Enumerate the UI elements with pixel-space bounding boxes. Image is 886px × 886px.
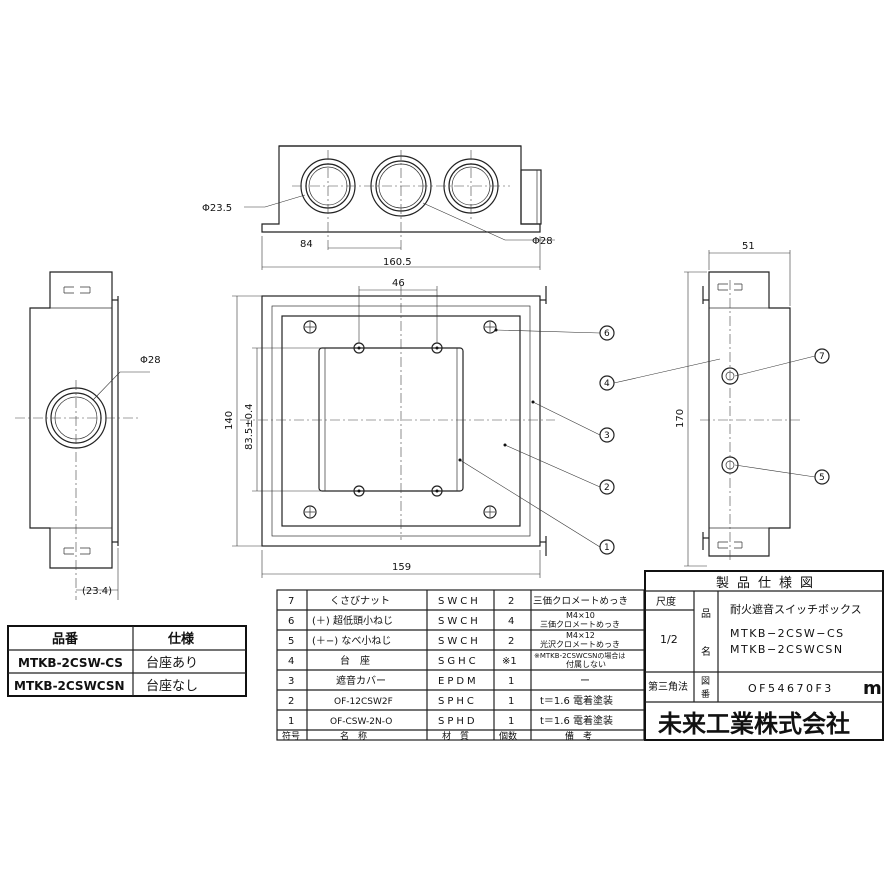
part-6-note2: 三価クロメートめっき — [540, 619, 620, 629]
model-row2-spec: 台座なし — [146, 679, 198, 694]
part-2-no: 2 — [288, 696, 294, 707]
part-5-mat: SWCH — [438, 636, 481, 647]
footer-no: 符号 — [282, 730, 300, 742]
part-4-name: 台 座 — [340, 654, 370, 667]
model-row1-spec: 台座あり — [146, 656, 198, 671]
callout-3: 3 — [604, 431, 610, 441]
company-logo-letter: m — [863, 678, 882, 699]
part-3-qty: 1 — [508, 676, 514, 687]
mei-label: 名 — [701, 645, 711, 658]
part-6-no: 6 — [288, 616, 294, 627]
dim-46: 46 — [392, 278, 405, 289]
part-1-note: t＝1.6 電着塗装 — [540, 714, 613, 727]
callout-1: 1 — [604, 543, 610, 553]
dim-160-5: 160.5 — [383, 257, 412, 268]
title-block-text: 製品仕様図 尺度 1/2 品 名 耐火遮音スイッチボックス MTKB−2CSW−… — [648, 576, 882, 738]
part-4-note: ※MTKB-2CSWCSNの場合は — [534, 651, 625, 660]
dim-phi-23-5: Φ23.5 — [202, 203, 232, 214]
part-6-qty: 4 — [508, 616, 514, 627]
dim-23-4: (23.4) — [82, 586, 112, 597]
company-name: 未来工業株式会社 — [658, 710, 850, 738]
dim-140: 140 — [224, 411, 235, 430]
part-7-name: くさびナット — [330, 595, 390, 607]
dim-51: 51 — [742, 241, 755, 252]
part-6-name: (＋) 超低頭小ねじ — [312, 614, 393, 627]
part-5-qty: 2 — [508, 636, 514, 647]
scale-value: 1/2 — [660, 633, 678, 646]
part-6-note: M4×10 — [566, 611, 595, 620]
part-2-qty: 1 — [508, 696, 514, 707]
part-5-name: (＋−) なべ小ねじ — [312, 635, 391, 647]
top-view — [244, 145, 555, 270]
dimension-labels: Φ23.5 Φ28 84 160.5 46 140 83.5±0.4 159 5… — [82, 203, 755, 597]
model-row2-code: MTKB-2CSWCSN — [14, 679, 125, 693]
part-2-mat: SPHC — [438, 696, 477, 707]
model-1: MTKB−2CSW−CS — [730, 627, 845, 640]
hin-label: 品 — [701, 608, 711, 620]
right-view — [613, 250, 816, 567]
model-row1-code: MTKB-2CSW-CS — [18, 656, 123, 670]
part-6-mat: SWCH — [438, 616, 481, 627]
part-4-no: 4 — [288, 656, 294, 667]
callout-7: 7 — [819, 352, 825, 362]
dim-83-5: 83.5±0.4 — [244, 403, 255, 450]
part-1-mat: SPHD — [438, 716, 478, 727]
footer-note: 備 考 — [565, 730, 592, 742]
part-2-note: t＝1.6 電着塗装 — [540, 694, 613, 707]
callout-2: 2 — [604, 483, 610, 493]
projection-label: 第三角法 — [648, 680, 688, 693]
part-1-no: 1 — [288, 716, 294, 727]
part-3-note: ー — [580, 676, 590, 687]
ban-label: 番 — [701, 688, 710, 700]
footer-name: 名 称 — [340, 730, 367, 742]
front-view — [232, 285, 601, 578]
left-view — [15, 271, 150, 600]
parts-table-text: 7 くさびナット SWCH 2 三価クロメートめっき 6 (＋) 超低頭小ねじ … — [282, 595, 628, 742]
part-7-mat: SWCH — [438, 596, 481, 607]
part-5-note: M4×12 — [566, 631, 595, 640]
part-5-note2: 光沢クロメートめっき — [540, 639, 620, 649]
part-3-no: 3 — [288, 676, 294, 687]
part-3-name: 遮音カバー — [336, 674, 386, 687]
drawing-number: OF54670F3 — [748, 682, 834, 695]
part-7-no: 7 — [288, 596, 294, 607]
part-4-note2: 付属しない — [566, 659, 606, 669]
title-block — [644, 570, 884, 741]
model-2: MTKB−2CSWCSN — [730, 643, 844, 656]
dim-84: 84 — [300, 239, 313, 250]
model-header-shiyou: 仕様 — [167, 631, 195, 647]
part-5-no: 5 — [288, 636, 294, 647]
product-name: 耐火遮音スイッチボックス — [730, 602, 862, 616]
part-4-mat: SGHC — [438, 656, 479, 667]
footer-qty: 個数 — [499, 730, 517, 742]
part-7-qty: 2 — [508, 596, 514, 607]
model-table — [7, 625, 247, 697]
callout-5: 5 — [819, 473, 825, 483]
part-4-qty: ※1 — [502, 656, 517, 667]
scale-label: 尺度 — [656, 595, 676, 608]
part-2-name: OF-12CSW2F — [334, 697, 393, 707]
dim-170: 170 — [675, 409, 686, 428]
callout-numbers: 6 4 3 2 1 7 5 — [604, 329, 825, 553]
zu-label: 図 — [701, 676, 710, 687]
model-header-hinban: 品番 — [52, 631, 79, 647]
part-1-qty: 1 — [508, 716, 514, 727]
part-7-note: 三価クロメートめっき — [533, 595, 628, 607]
title-main: 製品仕様図 — [716, 576, 821, 591]
callout-6: 6 — [604, 329, 610, 339]
callout-4: 4 — [604, 379, 610, 389]
footer-mat: 材 質 — [442, 730, 469, 742]
dim-phi-28-left: Φ28 — [140, 355, 161, 366]
model-table-text: 品番 仕様 MTKB-2CSW-CS 台座あり MTKB-2CSWCSN 台座な… — [14, 631, 198, 694]
dim-phi-28-top: Φ28 — [532, 236, 553, 247]
part-1-name: OF-CSW-2N-O — [330, 717, 392, 727]
part-3-mat: EPDM — [438, 676, 479, 687]
dim-159: 159 — [392, 562, 411, 573]
